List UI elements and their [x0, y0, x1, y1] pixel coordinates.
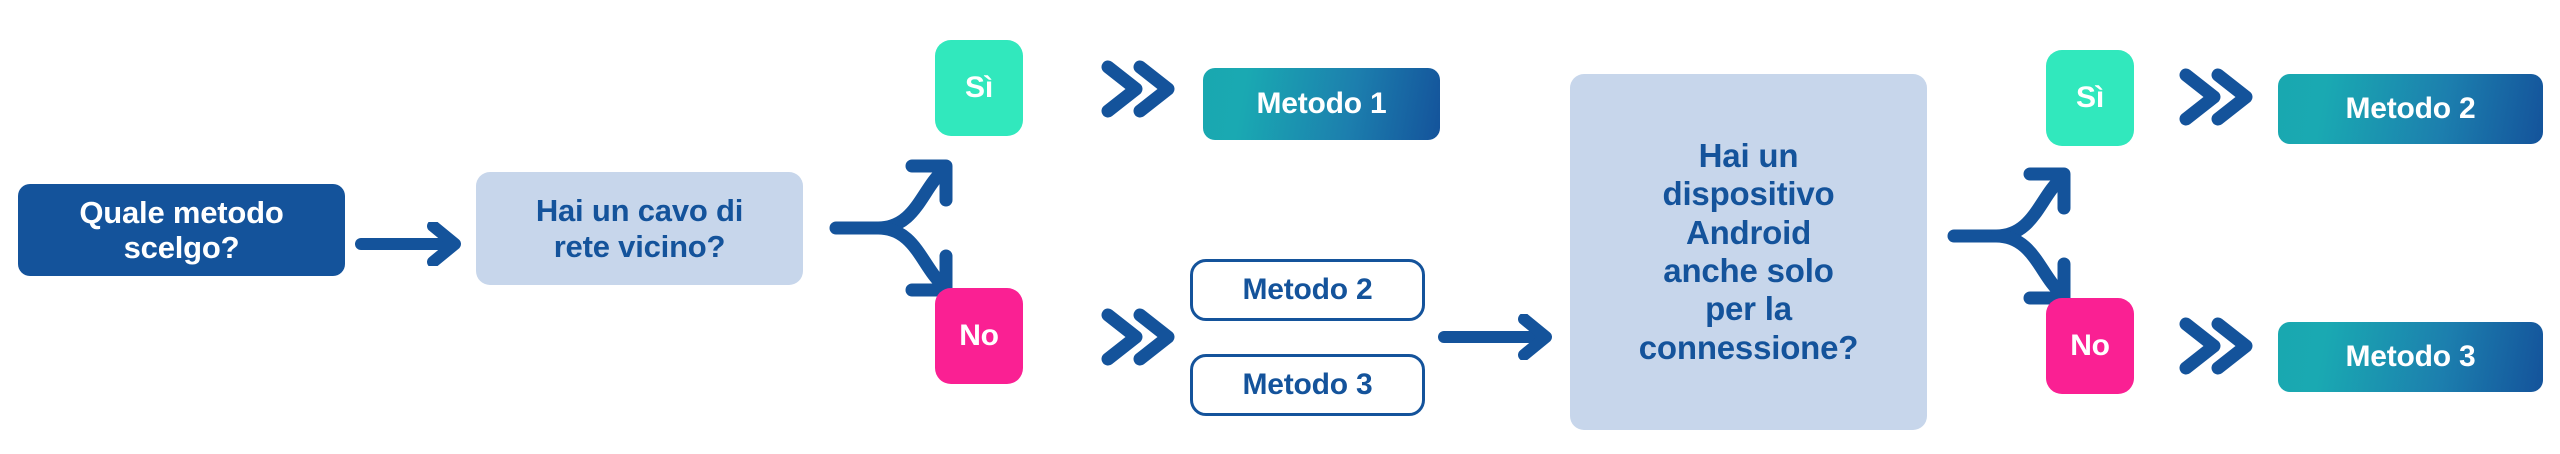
node-branch2-yes-label: Sì: [2076, 80, 2104, 114]
node-branch1-yes[interactable]: Sì: [935, 40, 1023, 136]
node-outline-metodo-3-label: Metodo 3: [1242, 367, 1373, 401]
connector-chevron-yes2: [2176, 66, 2254, 128]
node-result-metodo-2-label: Metodo 2: [2345, 91, 2476, 125]
connector-arrow-start-to-cable: [355, 222, 471, 266]
node-question-cavo-label: Hai un cavo di rete vicino?: [535, 193, 744, 264]
node-result-metodo-1[interactable]: Metodo 1: [1203, 68, 1440, 140]
node-question-android-line4: anche solo: [1663, 252, 1834, 289]
node-start-line1: Quale metodo: [79, 194, 284, 230]
node-question-android-line3: Android: [1685, 213, 1812, 251]
node-branch2-no-label: No: [2070, 328, 2110, 362]
node-result-metodo-3[interactable]: Metodo 3: [2278, 322, 2543, 392]
node-branch2-yes[interactable]: Sì: [2046, 50, 2134, 146]
node-question-android-line1: Hai un: [1698, 137, 1799, 175]
node-question-android-line5: per la: [1705, 290, 1792, 328]
node-question-android-label: Hai un dispositivo Android anche solo pe…: [1638, 137, 1859, 367]
connector-arrow-methods-to-android: [1438, 314, 1564, 360]
node-outline-metodo-2[interactable]: Metodo 2: [1190, 259, 1425, 321]
node-question-android-line6: connessione?: [1638, 328, 1859, 366]
node-question-android[interactable]: Hai un dispositivo Android anche solo pe…: [1570, 74, 1927, 430]
connector-chevron-no1: [1098, 306, 1176, 368]
node-result-metodo-2[interactable]: Metodo 2: [2278, 74, 2543, 144]
connector-fork-android: [1944, 156, 2094, 316]
node-branch1-no-label: No: [959, 318, 999, 352]
node-question-cavo-line1: Hai un cavo di: [535, 193, 744, 229]
node-branch2-no[interactable]: No: [2046, 298, 2134, 394]
node-start-quale-metodo[interactable]: Quale metodo scelgo?: [18, 184, 345, 276]
node-branch1-no[interactable]: No: [935, 288, 1023, 384]
node-result-metodo-3-label: Metodo 3: [2345, 339, 2476, 373]
node-outline-metodo-3[interactable]: Metodo 3: [1190, 354, 1425, 416]
node-branch1-yes-label: Sì: [965, 70, 993, 104]
connector-chevron-no2: [2176, 315, 2254, 377]
node-question-android-line2: dispositivo: [1662, 175, 1835, 213]
node-result-metodo-1-label: Metodo 1: [1256, 86, 1387, 120]
node-outline-metodo-2-label: Metodo 2: [1242, 272, 1373, 306]
connector-chevron-yes1: [1098, 58, 1176, 120]
node-start-label: Quale metodo scelgo?: [79, 195, 283, 266]
connector-fork-cavo: [826, 148, 976, 308]
node-start-line2: scelgo?: [123, 230, 240, 265]
node-question-cavo-line2: rete vicino?: [553, 228, 726, 264]
node-question-cavo-rete[interactable]: Hai un cavo di rete vicino?: [476, 172, 803, 285]
